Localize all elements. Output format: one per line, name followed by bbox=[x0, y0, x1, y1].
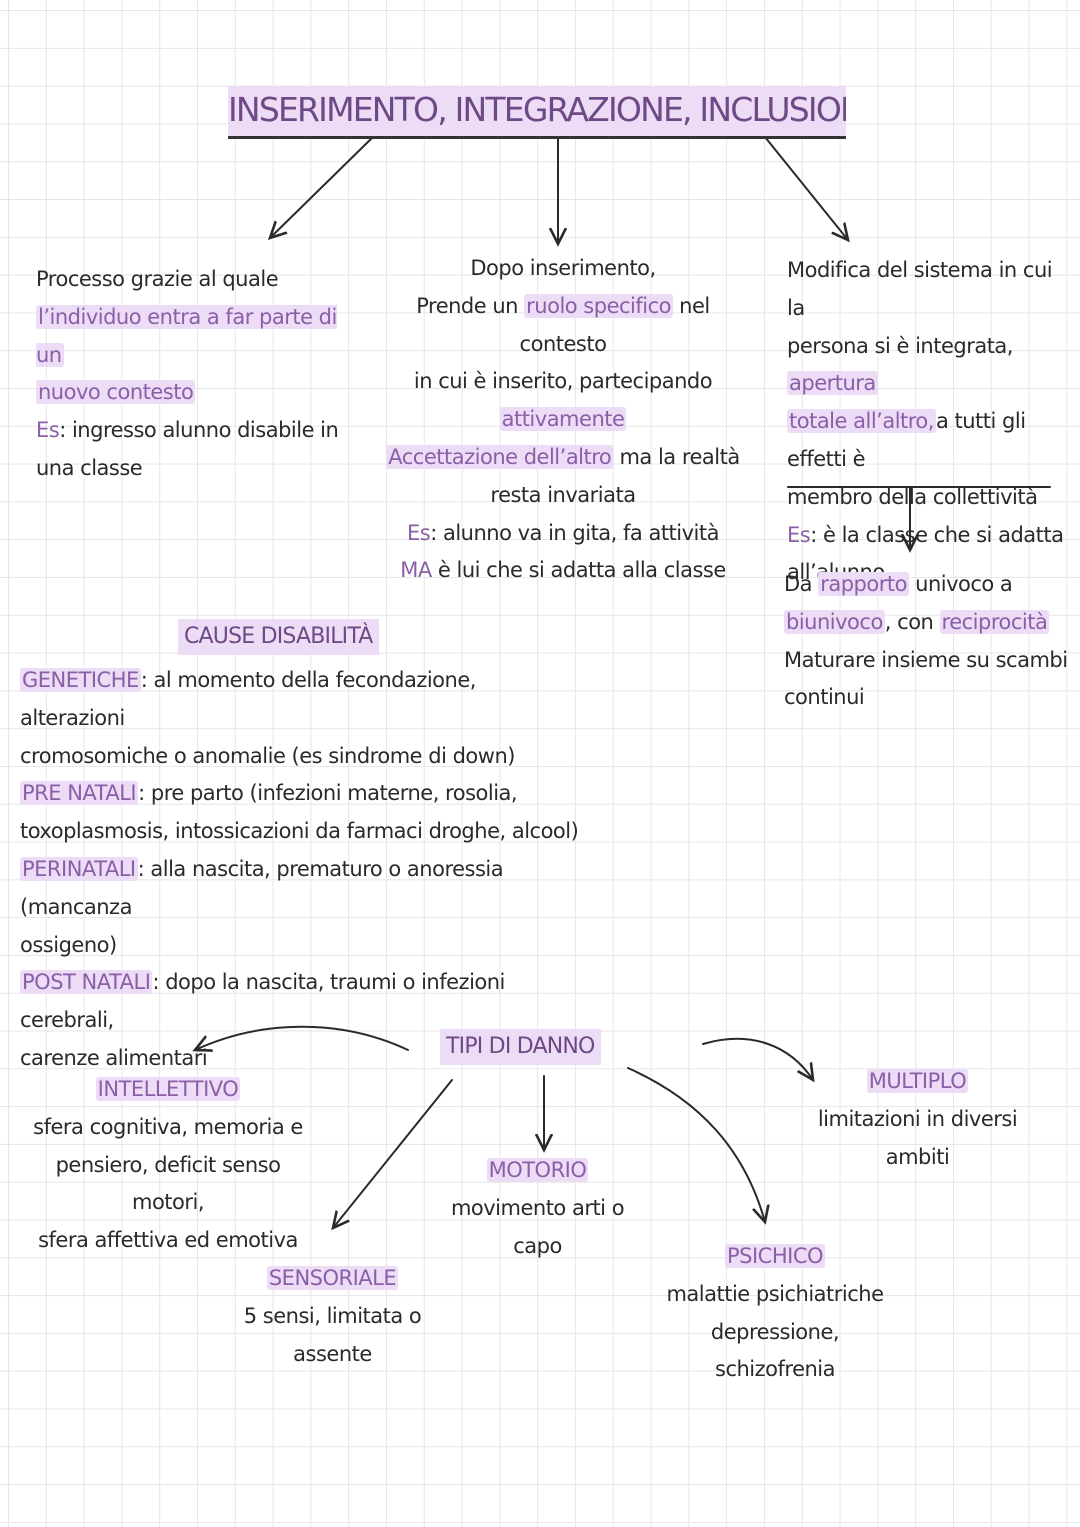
danno-title: TIPI DI DANNO bbox=[440, 1029, 601, 1065]
text-line: 5 sensi, limitata o assente bbox=[243, 1303, 422, 1366]
text-line: carenze alimentari bbox=[20, 1045, 208, 1070]
text-line: biunivoco, con reciprocità bbox=[784, 609, 1050, 634]
text-line: limitazioni in diversi ambiti bbox=[817, 1106, 1018, 1169]
text-line: movimento arti o capo bbox=[450, 1195, 625, 1258]
multiplo-block: MULTIPLO limitazioni in diversi ambiti bbox=[795, 1063, 1040, 1176]
integrazione-text: Dopo inserimento, Prende un ruolo specif… bbox=[383, 250, 743, 590]
text-line: una classe bbox=[36, 455, 143, 480]
text-line: nuovo contesto bbox=[36, 380, 196, 405]
text-line: attivamente bbox=[499, 407, 627, 432]
text-line: PRE NATALI: pre parto (infezioni materne… bbox=[20, 781, 518, 806]
text-line: resta invariata bbox=[490, 482, 636, 507]
intellettivo-block: INTELLETTIVO sfera cognitiva, memoria e … bbox=[28, 1071, 308, 1260]
text-line: Modifica del sistema in cui la bbox=[787, 258, 1053, 320]
text-line: cromosomiche o anomalie (es sindrome di … bbox=[20, 743, 515, 768]
text-line: ossigeno) bbox=[20, 932, 117, 957]
cause-text: GENETICHE: al momento della fecondazione… bbox=[20, 662, 580, 1078]
inserimento-text: Processo grazie al quale l’individuo ent… bbox=[36, 261, 366, 488]
text-line: Es: alunno va in gita, fa attività bbox=[406, 520, 720, 545]
text-line: sfera affettiva ed emotiva bbox=[38, 1228, 298, 1253]
text-line: GENETICHE: al momento della fecondazione… bbox=[20, 668, 476, 730]
text-line: POST NATALI: dopo la nascita, traumi o i… bbox=[20, 970, 505, 1033]
arrow-to-inserimento bbox=[270, 136, 374, 238]
text-line: Dopo inserimento, bbox=[470, 256, 656, 280]
text-line: in cui è inserito, partecipando bbox=[413, 369, 713, 394]
text-line: continui bbox=[784, 685, 865, 710]
text-line: INTELLETTIVO bbox=[95, 1077, 241, 1101]
text-line: PSICHICO bbox=[724, 1244, 826, 1268]
text-line: toxoplasmosis, intossicazioni da farmaci… bbox=[20, 819, 579, 844]
rapporto-text: Da rapporto univoco a biunivoco, con rec… bbox=[784, 566, 1074, 717]
text-line: SENSORIALE bbox=[266, 1266, 399, 1290]
text-line: MA è lui che si adatta alla classe bbox=[400, 558, 726, 583]
text-line: sfera cognitiva, memoria e bbox=[33, 1114, 303, 1139]
text-line: Accettazione dell’altro ma la realtà bbox=[386, 444, 740, 469]
text-line: persona si è integrata, apertura bbox=[787, 333, 1013, 396]
text-line: Es: è la classe che si adatta bbox=[787, 522, 1064, 547]
cause-title: CAUSE DISABILITÀ bbox=[178, 619, 379, 655]
text-line: Processo grazie al quale bbox=[36, 267, 279, 291]
text-line: Maturare insieme su scambi bbox=[784, 647, 1068, 672]
text-line: l’individuo entra a far parte di un bbox=[36, 304, 337, 367]
text-line: pensiero, deficit senso motori, bbox=[55, 1152, 281, 1215]
arrow-to-inclusione bbox=[764, 136, 848, 240]
text-line: totale all’altro,a tutti gli effetti è bbox=[787, 409, 1026, 471]
text-line: Da rapporto univoco a bbox=[784, 572, 1013, 596]
page-title: INSERIMENTO, INTEGRAZIONE, INCLUSIONE bbox=[228, 86, 846, 139]
psichico-block: PSICHICO malattie psichiatriche depressi… bbox=[655, 1238, 895, 1389]
text-line: malattie psichiatriche bbox=[666, 1281, 884, 1306]
sensoriale-block: SENSORIALE 5 sensi, limitata o assente bbox=[205, 1260, 460, 1373]
text-line: membro della collettività bbox=[787, 484, 1038, 509]
motorio-block: MOTORIO movimento arti o capo bbox=[425, 1152, 650, 1265]
text-line: PERINATALI: alla nascita, prematuro o an… bbox=[20, 856, 504, 919]
text-line: Es: ingresso alunno disabile in bbox=[36, 418, 339, 443]
text-line: MOTORIO bbox=[486, 1158, 589, 1182]
text-line: Prende un ruolo specifico nel contesto bbox=[416, 293, 710, 356]
inclusione-text: Modifica del sistema in cui la persona s… bbox=[787, 252, 1072, 592]
text-line: depressione, schizofrenia bbox=[710, 1319, 840, 1382]
text-line: MULTIPLO bbox=[866, 1069, 969, 1093]
